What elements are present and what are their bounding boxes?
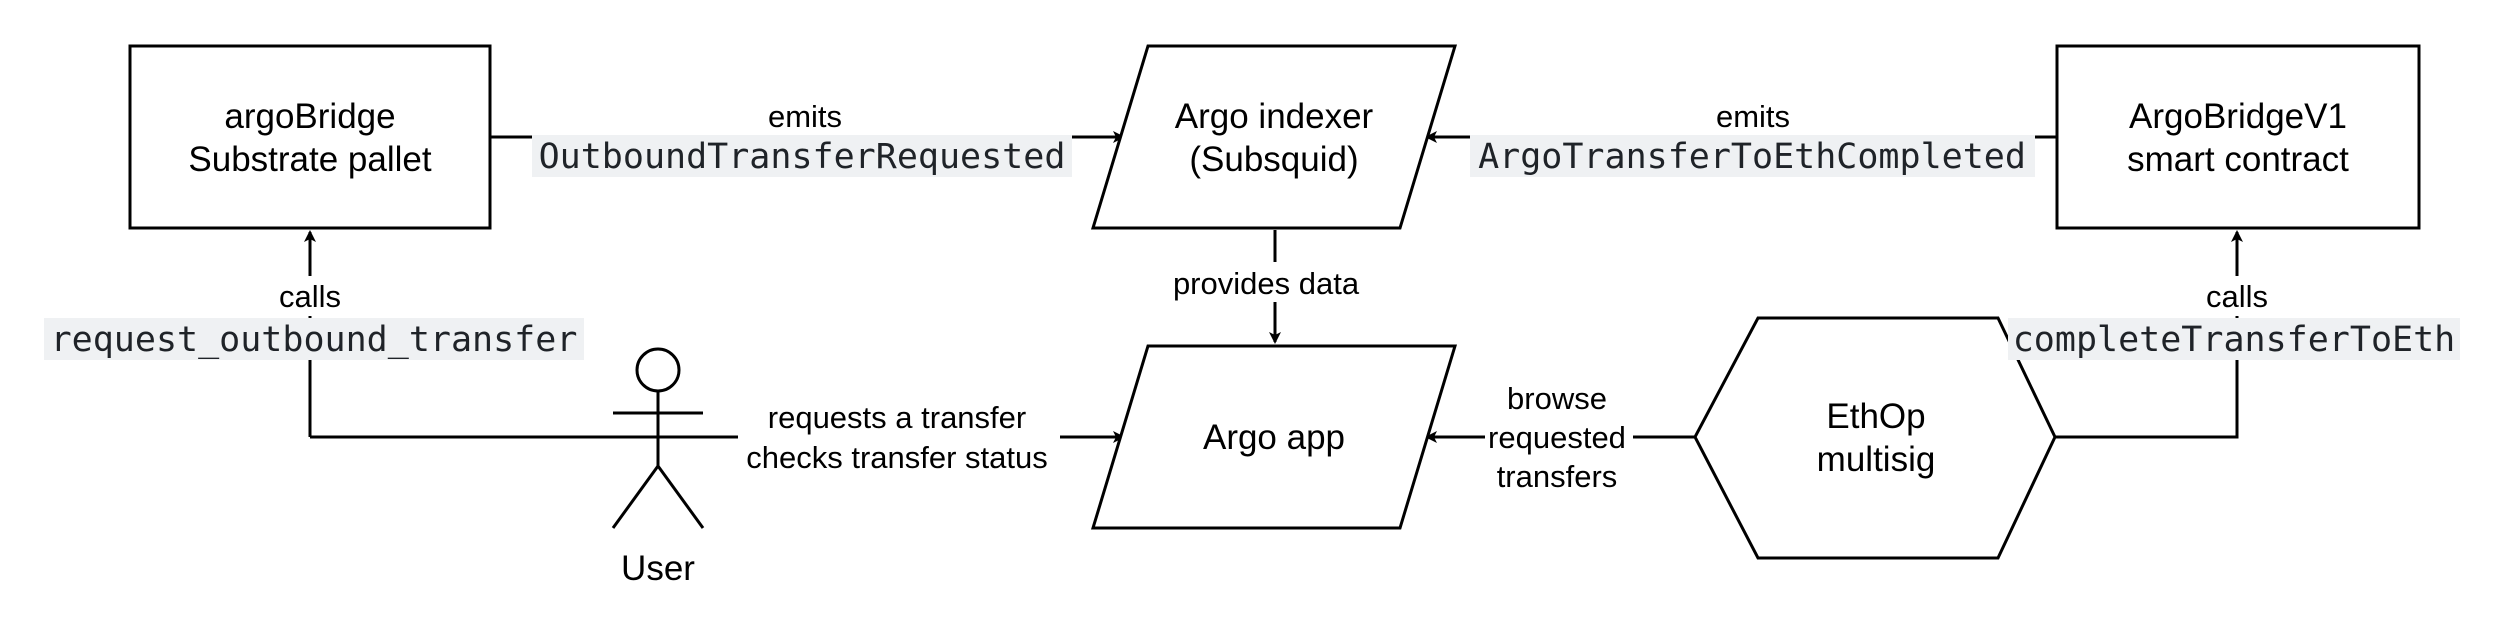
node-ethop: EthOp multisig	[1693, 316, 2057, 560]
node-ethop-line1: EthOp	[1826, 397, 1925, 436]
node-argo-app: Argo app	[1090, 344, 1458, 530]
node-argo-bridge-v1-line2: smart contract	[2127, 140, 2349, 179]
node-argo-bridge-v1: ArgoBridgeV1 smart contract	[2055, 44, 2421, 230]
label-user-to-app-line1: requests a transfer	[768, 400, 1026, 435]
label-user-to-app-line2: checks transfer status	[746, 440, 1048, 475]
label-ethop-to-app-line2: requested	[1488, 420, 1626, 455]
node-argo-bridge-v1-line1: ArgoBridgeV1	[2129, 97, 2347, 136]
node-argo-indexer: Argo indexer (Subsquid)	[1090, 44, 1458, 230]
label-user-to-pallet: calls request_outbound_transfer	[44, 276, 584, 360]
label-ethop-to-app-line3: transfers	[1497, 459, 1618, 494]
label-contract-to-indexer: emits ArgoTransferToEthCompleted	[1470, 96, 2035, 177]
node-user-label: User	[621, 549, 695, 588]
node-argo-bridge-line2: Substrate pallet	[188, 140, 431, 179]
label-ethop-to-app: browse requested transfers	[1485, 378, 1633, 498]
node-argo-bridge-line1: argoBridge	[224, 97, 395, 136]
label-contract-to-indexer-text: emits	[1716, 99, 1790, 134]
label-ethop-to-contract: calls completeTransferToEth	[2008, 276, 2460, 360]
label-pallet-to-indexer-code: OutboundTransferRequested	[539, 137, 1066, 177]
label-ethop-to-contract-code: completeTransferToEth	[2013, 320, 2456, 360]
label-indexer-to-app: provides data	[1160, 262, 1390, 302]
node-argo-app-label: Argo app	[1203, 418, 1345, 457]
label-pallet-to-indexer-text: emits	[768, 99, 842, 134]
label-contract-to-indexer-code: ArgoTransferToEthCompleted	[1478, 137, 2026, 177]
label-ethop-to-contract-text: calls	[2206, 279, 2268, 314]
label-ethop-to-app-line1: browse	[1507, 381, 1607, 416]
node-argo-indexer-line2: (Subsquid)	[1189, 140, 1358, 179]
node-argo-bridge: argoBridge Substrate pallet	[128, 44, 492, 230]
label-user-to-pallet-code: request_outbound_transfer	[51, 320, 578, 360]
node-argo-indexer-line1: Argo indexer	[1175, 97, 1374, 136]
label-user-to-app: requests a transfer checks transfer stat…	[738, 396, 1060, 478]
label-indexer-to-app-text: provides data	[1173, 266, 1360, 301]
label-user-to-pallet-text: calls	[279, 279, 341, 314]
node-ethop-line2: multisig	[1817, 440, 1936, 479]
node-user: User	[611, 347, 705, 588]
label-pallet-to-indexer: emits OutboundTransferRequested	[532, 96, 1072, 177]
user-actor-icon	[611, 347, 705, 529]
